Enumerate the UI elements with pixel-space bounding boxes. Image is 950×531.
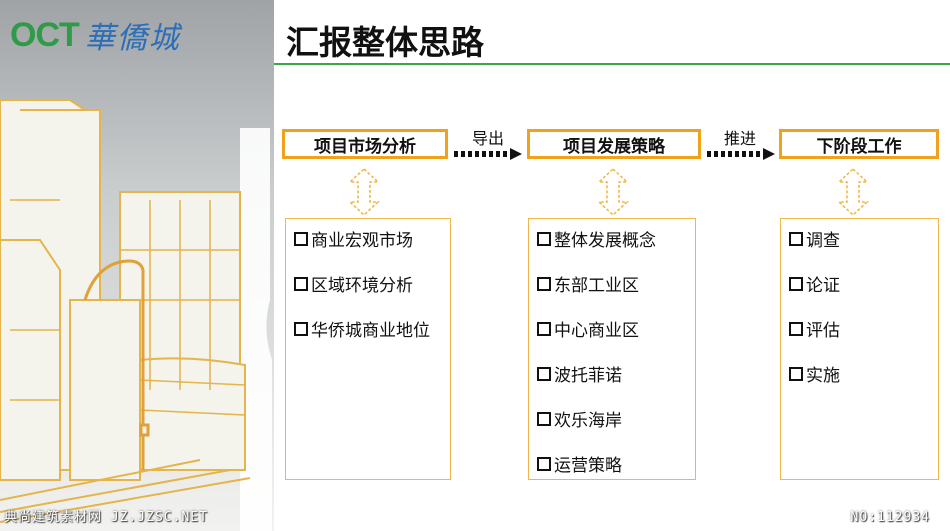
header-market-analysis: 项目市场分析 [282, 129, 448, 159]
market-analysis-list: 商业宏观市场 区域环境分析 华侨城商业地位 [285, 218, 451, 480]
checkbox-bullet-icon [537, 276, 551, 291]
checkbox-bullet-icon [789, 366, 803, 381]
checkbox-bullet-icon [537, 321, 551, 336]
arrow-label-advance: 推进 [723, 129, 756, 148]
checkbox-bullet-icon [789, 276, 803, 291]
header-development-strategy: 项目发展策略 [527, 129, 701, 159]
list-item: 调查 [789, 226, 840, 251]
up-down-arrow-icon [347, 168, 381, 216]
list-item: 华侨城商业地位 [294, 316, 430, 341]
list-item: 东部工业区 [537, 271, 639, 296]
dashed-arrow-right-icon [707, 148, 775, 160]
list-item: 论证 [789, 271, 840, 296]
checkbox-bullet-icon [537, 366, 551, 381]
checkbox-bullet-icon [294, 321, 308, 336]
list-item: 评估 [789, 316, 840, 341]
header-next-phase: 下阶段工作 [779, 129, 939, 159]
up-down-arrow-icon [596, 168, 630, 216]
checkbox-bullet-icon [537, 411, 551, 426]
list-item: 波托菲诺 [537, 361, 622, 386]
checkbox-bullet-icon [294, 276, 308, 291]
city-illustration: OCT 華僑城 [0, 0, 274, 531]
list-item: 整体发展概念 [537, 226, 656, 251]
checkbox-bullet-icon [789, 321, 803, 336]
list-item: 商业宏观市场 [294, 226, 413, 251]
list-item: 中心商业区 [537, 316, 639, 341]
watermark-number: NO:112934 [850, 510, 930, 525]
list-item: 欢乐海岸 [537, 406, 622, 431]
oct-logo: OCT 華僑城 [10, 10, 181, 60]
city-sketch-graphic [0, 0, 274, 531]
checkbox-bullet-icon [537, 456, 551, 471]
arrow-label-export: 导出 [471, 129, 504, 148]
up-down-arrow-icon [836, 168, 870, 216]
title-rule [274, 63, 950, 65]
checkbox-bullet-icon [789, 231, 803, 246]
list-item: 区域环境分析 [294, 271, 413, 296]
next-phase-list: 调查 论证 评估 实施 [780, 218, 939, 480]
list-item: 实施 [789, 361, 840, 386]
page-title: 汇报整体思路 [286, 23, 484, 62]
development-strategy-list: 整体发展概念 东部工业区 中心商业区 波托菲诺 欢乐海岸 运营策略 [528, 218, 696, 480]
dashed-arrow-right-icon [454, 148, 522, 160]
checkbox-bullet-icon [294, 231, 308, 246]
watermark-site: 典尚建筑素材网 JZ.JZSC.NET [4, 510, 208, 525]
logo-mark: OCT [10, 15, 80, 54]
list-item: 运营策略 [537, 451, 622, 476]
checkbox-bullet-icon [537, 231, 551, 246]
logo-chinese: 華僑城 [84, 21, 181, 56]
